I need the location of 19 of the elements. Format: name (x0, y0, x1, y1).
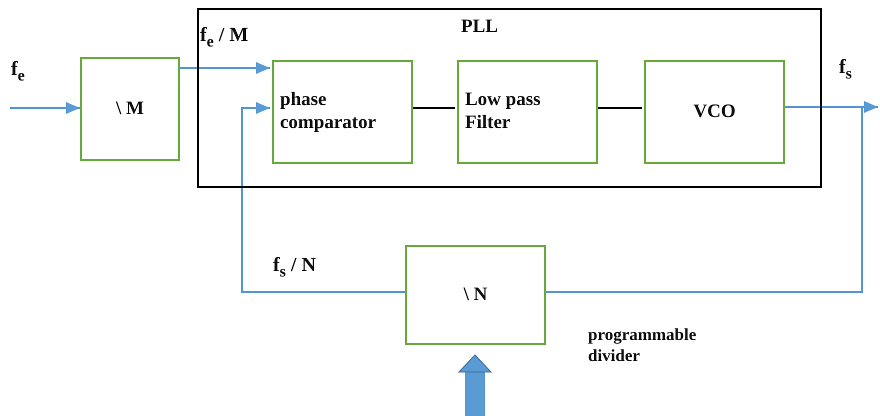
block-label: Low pass Filter (464, 89, 542, 135)
block-box (405, 245, 546, 345)
block-box (272, 60, 413, 164)
group-frame (197, 8, 822, 188)
block-box (457, 60, 598, 164)
block-label: \ N (462, 284, 488, 306)
arrow (180, 62, 270, 74)
block-caption: programmable divider (588, 324, 698, 366)
block-label: phase comparator (279, 89, 378, 135)
block-box (80, 57, 180, 161)
arrow (241, 102, 405, 293)
arrow (10, 102, 80, 114)
block-box (644, 60, 785, 164)
connector-trunk (783, 106, 862, 108)
arrow (862, 101, 878, 113)
block-arrow (458, 354, 492, 416)
block-label: VCO (692, 100, 737, 124)
block-label: \ M (114, 98, 145, 120)
group-title: PLL (461, 15, 498, 39)
